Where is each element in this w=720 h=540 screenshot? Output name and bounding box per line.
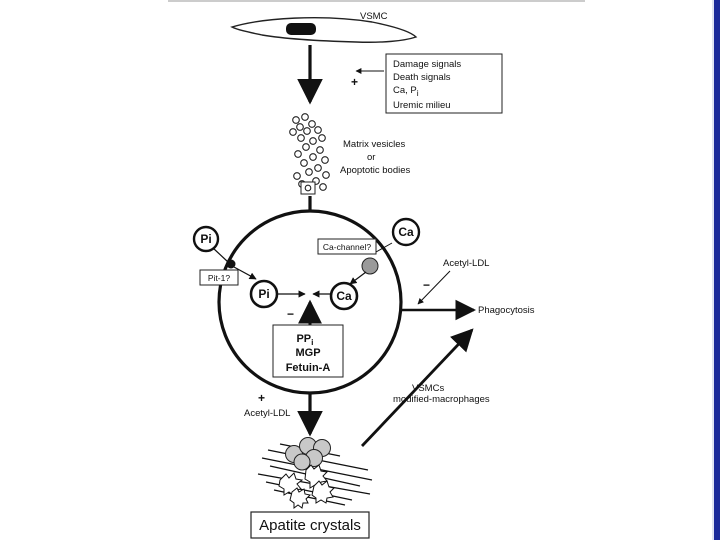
phagocytosis-label: Phagocytosis [478, 305, 535, 316]
slide-edge-band [714, 0, 720, 540]
ca-outside: Ca [391, 217, 421, 247]
svg-text:Pi: Pi [200, 232, 211, 246]
vesicles-cluster [289, 113, 330, 195]
inhibitor-fetuin-a: Fetuin-A [286, 362, 331, 374]
svg-text:Pi: Pi [258, 287, 269, 301]
svg-text:Ca: Ca [336, 289, 352, 303]
ca-inside: Ca [329, 281, 359, 311]
svg-text:Ca-channel?: Ca-channel? [323, 242, 371, 252]
pit1-channel [226, 259, 236, 269]
inhibitors-box: PPi MGP Fetuin-A [272, 324, 344, 378]
ca-channel-pointer [375, 242, 393, 253]
vsmc-cell: VSMC [230, 11, 418, 43]
svg-text:Apoptotic bodies: Apoptotic bodies [340, 165, 410, 176]
slide-edge-light [712, 0, 714, 540]
svg-text:Ca: Ca [398, 225, 414, 239]
svg-text:or: or [367, 152, 375, 163]
acetyl-ldl-top-label: Acetyl-LDL [443, 258, 489, 269]
svg-text:Pit-1?: Pit-1? [208, 273, 230, 283]
vsmc-nucleus [286, 23, 316, 35]
inhibitor-mgp: MGP [295, 347, 320, 359]
stimulus-ca-p: Ca, Pi [393, 85, 419, 98]
pi-outside: Pi [192, 225, 220, 253]
acetyl-ldl-bottom-label: Acetyl-LDL [244, 408, 290, 419]
ca-channel-label-box: Ca-channel? [317, 238, 377, 255]
stimuli-box: Damage signals Death signals Ca, Pi Urem… [385, 53, 503, 114]
stimulus-uremic: Uremic milieu [393, 100, 451, 111]
macrophage-label: VSMCs modified-macrophages [393, 383, 490, 405]
pi-inside: Pi [249, 279, 279, 309]
vsmc-label: VSMC [360, 11, 388, 22]
apatite-label-box: Apatite crystals [250, 511, 370, 539]
arrow-ca-into-cell [349, 271, 367, 285]
stimulus-damage: Damage signals [393, 59, 461, 70]
svg-text:VSMCs: VSMCs [412, 383, 444, 394]
arrow-apatite-to-phagocytosis [360, 328, 474, 447]
pit1-label-box: Pit-1? [199, 269, 239, 286]
svg-text:Apatite crystals: Apatite crystals [259, 517, 361, 534]
stimulus-death: Death signals [393, 72, 451, 83]
apatite-crystals-illustration [257, 437, 373, 509]
acetyl-ldl-bottom-sign: + [258, 391, 265, 405]
pi-transport-line [212, 247, 229, 263]
inhibitor-ppi: PPi [296, 333, 313, 347]
stimuli-plus-sign: + [351, 75, 358, 89]
inhibition-sign: − [287, 307, 294, 321]
acetyl-ldl-top-sign: − [423, 278, 430, 292]
svg-text:Matrix vesicles: Matrix vesicles [343, 139, 406, 150]
ca-channel [361, 257, 379, 275]
arrow-pi-into-cell [233, 266, 257, 280]
svg-text:modified-macrophages: modified-macrophages [393, 394, 490, 405]
arrow-acetyl-ldl-top [417, 270, 451, 305]
vesicles-label: Matrix vesicles or Apoptotic bodies [340, 139, 410, 176]
